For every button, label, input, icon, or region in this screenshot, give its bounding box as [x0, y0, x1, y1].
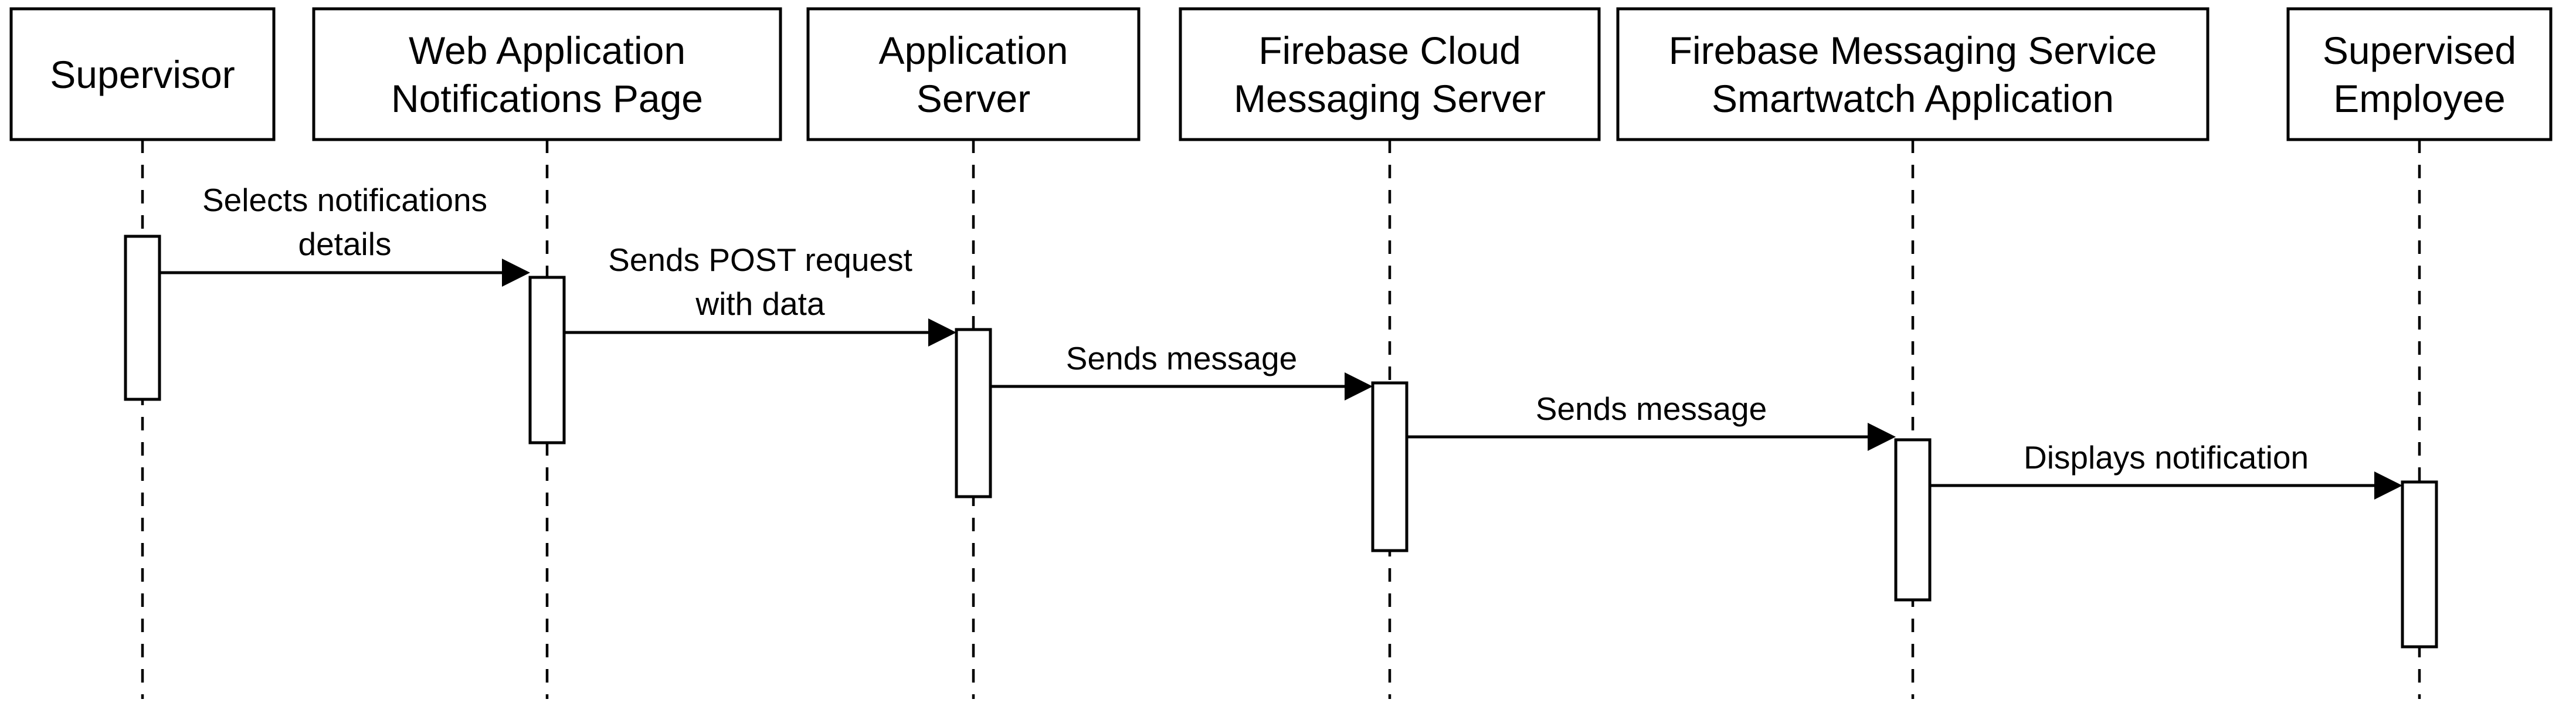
message-label-line: Sends message [1066, 340, 1297, 376]
arrowhead-icon [2374, 471, 2402, 500]
message-label-line: Sends POST request [608, 242, 912, 278]
arrowhead-icon [1345, 372, 1373, 400]
actor-label-line: Notifications Page [391, 77, 703, 120]
message-label-3: Sends message [1066, 340, 1297, 376]
actor-label-line: Employee [2333, 77, 2506, 120]
message-5: Displays notification [1930, 439, 2402, 500]
actor-box-web-application-notifications-page [312, 7, 782, 141]
arrowhead-icon [502, 259, 530, 287]
message-label-line: details [298, 226, 392, 262]
message-label-line: Sends message [1536, 391, 1767, 427]
activation-bar-supervisor [124, 235, 161, 401]
arrowhead-icon [928, 318, 956, 347]
actor-supervisor: Supervisor [9, 7, 276, 699]
actor-box-application-server [806, 7, 1141, 141]
actor-label-line: Supervisor [50, 53, 235, 96]
message-label-line: Selects notifications [202, 182, 487, 218]
activation-bar-application-server [955, 328, 992, 498]
arrowhead-icon [1868, 423, 1896, 451]
actor-box-firebase-messaging-service-smartwatch-application [1616, 7, 2210, 141]
actor-label-line: Messaging Server [1234, 77, 1546, 120]
actor-box-firebase-cloud-messaging-server [1179, 7, 1601, 141]
actor-label-supervisor: Supervisor [50, 53, 235, 96]
message-label-4: Sends message [1536, 391, 1767, 427]
actor-label-line: Firebase Cloud [1258, 29, 1521, 72]
message-2: Sends POST request with data [564, 242, 956, 347]
message-3: Sends message [990, 340, 1373, 400]
activation-bar-firebase-messaging-service-smartwatch-application [1894, 438, 1932, 602]
actor-label-line: Firebase Messaging Service [1669, 29, 2157, 72]
actor-box-supervisor [9, 7, 276, 141]
message-label-line: Displays notification [2024, 439, 2309, 476]
actor-label-line: Web Application [409, 29, 685, 72]
message-1: Selects notifications details [159, 182, 530, 287]
message-label-5: Displays notification [2024, 439, 2309, 476]
activation-bar-firebase-cloud-messaging-server [1371, 381, 1409, 552]
actor-label-line: Server [917, 77, 1030, 120]
message-label-1: Selects notifications details [202, 182, 487, 262]
message-4: Sends message [1407, 391, 1896, 451]
activation-bar-web-application-notifications-page [528, 276, 566, 444]
actor-label-line: Smartwatch Application [1712, 77, 2114, 120]
actor-label-line: Supervised [2323, 29, 2516, 72]
activation-bar-supervised-employee [2401, 480, 2438, 649]
message-label-2: Sends POST request with data [608, 242, 912, 322]
message-label-line: with data [695, 286, 825, 322]
actor-box-supervised-employee [2286, 7, 2553, 141]
actor-label-line: Application [879, 29, 1068, 72]
